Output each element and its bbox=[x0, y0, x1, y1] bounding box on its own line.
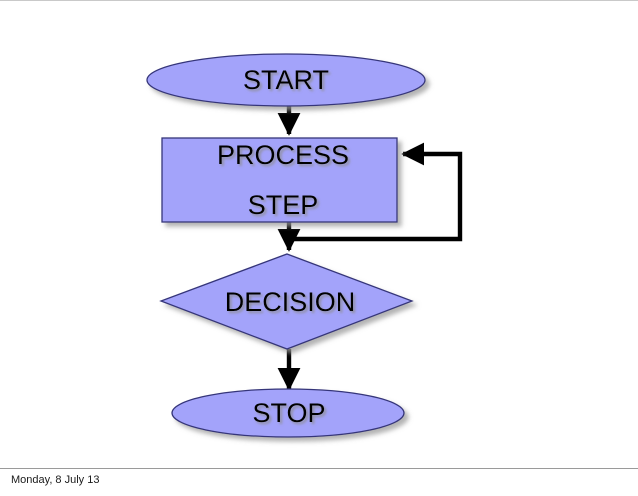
node-start[interactable] bbox=[146, 53, 426, 107]
flowchart-diagram: START PROCESS STEP DECISION STOP bbox=[146, 53, 463, 438]
decision-diamond-shape bbox=[159, 253, 414, 350]
stop-ellipse-shape bbox=[171, 388, 405, 438]
node-process[interactable] bbox=[161, 137, 398, 223]
node-stop[interactable] bbox=[171, 388, 405, 438]
process-label-line1: PROCESS bbox=[217, 140, 349, 170]
start-label: START bbox=[243, 65, 329, 95]
decision-label: DECISION bbox=[225, 287, 356, 317]
stop-label: STOP bbox=[252, 398, 325, 428]
start-ellipse-shape bbox=[146, 53, 426, 107]
edge-feedback-loop bbox=[289, 142, 463, 242]
process-rect-shape bbox=[161, 137, 398, 223]
slide-footer: Monday, 8 July 13 bbox=[0, 469, 638, 496]
connector-layer bbox=[277, 102, 463, 391]
footer-date: Monday, 8 July 13 bbox=[11, 474, 100, 486]
slide-area: START PROCESS STEP DECISION STOP bbox=[0, 0, 638, 469]
process-label-line2: STEP bbox=[248, 190, 319, 220]
node-decision[interactable] bbox=[159, 253, 414, 350]
